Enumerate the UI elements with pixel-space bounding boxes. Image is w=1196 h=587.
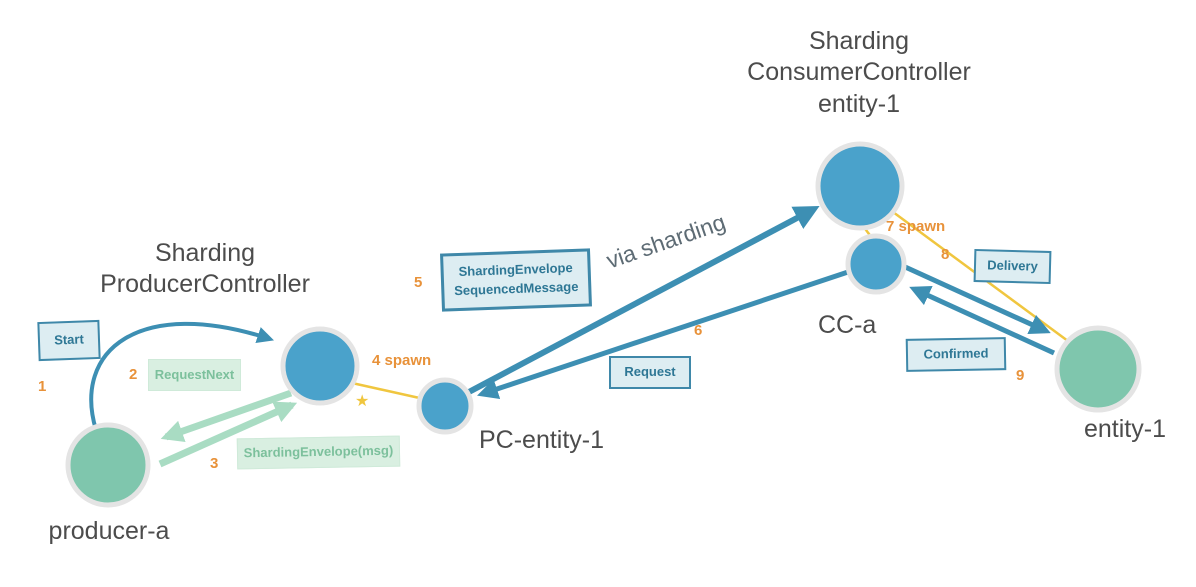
message-box-confirmed: Confirmed xyxy=(905,337,1007,372)
node-label-pc-entity-1: PC-entity-1 xyxy=(479,426,605,454)
node-cc-a xyxy=(845,233,907,295)
node-sharding-producer-controller xyxy=(280,326,360,406)
node-producer-a xyxy=(65,422,151,508)
seq-label-confirmed: 9 xyxy=(1016,367,1025,384)
message-box-delivery-label: Delivery xyxy=(987,257,1039,274)
node-label-sharding-producer-controller: Sharding ProducerController xyxy=(100,239,310,299)
message-box-start: Start xyxy=(37,319,101,362)
seq-label-delivery: 8 xyxy=(941,246,950,263)
message-box-sequenced-message: ShardingEnvelope SequencedMessage xyxy=(440,248,592,312)
confirmed-arrow xyxy=(909,285,1056,356)
node-label-entity-1: entity-1 xyxy=(1084,415,1166,443)
spawn-line-pc-entity-1 xyxy=(351,381,425,401)
request-arrow xyxy=(477,269,849,399)
message-box-delivery: Delivery xyxy=(973,248,1052,285)
seq-label-request: 6 xyxy=(694,322,703,339)
message-box-start-label: Start xyxy=(53,331,85,348)
sharding-envelope-msg-arrow xyxy=(158,401,298,468)
seq-spawn-cc-number: 7 xyxy=(886,218,895,235)
node-entity-1 xyxy=(1054,325,1142,413)
seq-label-request-next: 2 xyxy=(129,366,138,383)
seq-label-spawn-cc: 7 spawn xyxy=(886,218,945,235)
start-message-arrow xyxy=(89,321,274,431)
request-next-arrow xyxy=(160,389,293,442)
message-box-request-label: Request xyxy=(624,364,676,380)
delivery-arrow xyxy=(901,263,1051,335)
seq-spawn-pc-number: 4 xyxy=(372,352,381,369)
seq-spawn-cc-word: spawn xyxy=(898,218,946,235)
seq-label-sequenced-message: 5 xyxy=(414,274,423,291)
message-box-request-next: RequestNext xyxy=(148,359,241,391)
message-box-sequenced-message-label: ShardingEnvelope SequencedMessage xyxy=(453,260,579,299)
seq-label-sharding-envelope-msg: 3 xyxy=(210,455,219,472)
seq-spawn-pc-word: spawn xyxy=(384,352,432,369)
message-box-request-next-label: RequestNext xyxy=(154,366,235,382)
via-sharding-arrow xyxy=(465,206,820,396)
node-label-producer-a: producer-a xyxy=(48,517,170,545)
seq-label-spawn-pc: 4 spawn xyxy=(372,352,431,369)
node-pc-entity-1 xyxy=(416,377,474,435)
message-box-sharding-envelope-msg-label: ShardingEnvelope(msg) xyxy=(243,442,394,461)
message-box-sharding-envelope-msg: ShardingEnvelope(msg) xyxy=(236,435,401,470)
node-sharding-consumer-controller xyxy=(815,141,905,231)
node-label-cc-a: CC-a xyxy=(818,311,877,339)
spawn-star-icon: ★ xyxy=(355,393,369,410)
node-label-sharding-consumer-controller: Sharding ConsumerController entity-1 xyxy=(747,27,971,118)
message-box-request: Request xyxy=(609,356,691,389)
message-box-confirmed-label: Confirmed xyxy=(923,345,989,362)
seq-label-start: 1 xyxy=(38,378,47,395)
